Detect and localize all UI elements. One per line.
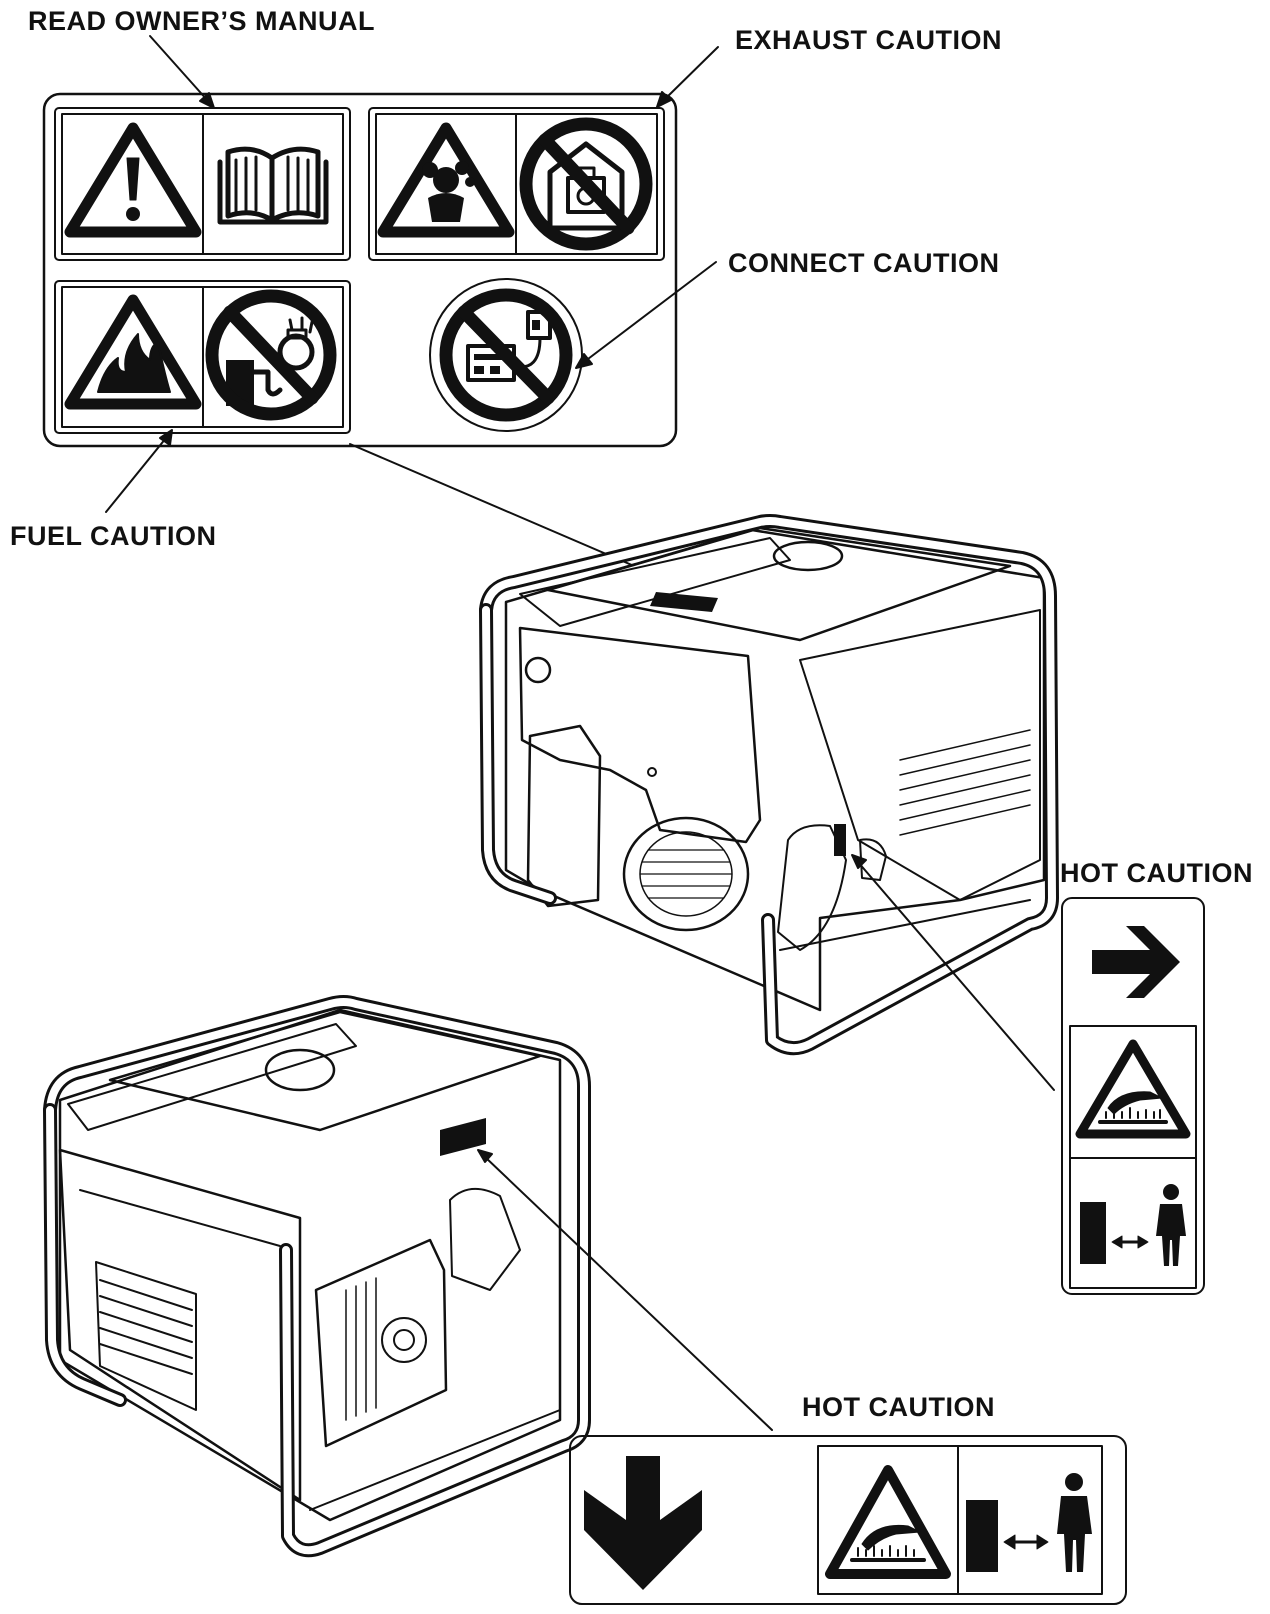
keep-distance-icon xyxy=(1080,1184,1186,1266)
label-fuel-caution: FUEL CAUTION xyxy=(10,521,217,551)
no-backfeed-connect-icon xyxy=(429,278,583,432)
label-hot-caution-lower: HOT CAUTION xyxy=(802,1392,995,1422)
hot-caution-label-bottom xyxy=(569,1435,1127,1605)
label-read-owners-manual: READ OWNER’S MANUAL xyxy=(28,6,375,36)
label-exhaust-caution: EXHAUST CAUTION xyxy=(735,25,1003,55)
arrow-down-icon xyxy=(584,1456,702,1590)
caution-label-panel xyxy=(42,92,678,448)
arrow-right-icon xyxy=(1092,926,1180,998)
manual-book-icon xyxy=(217,146,329,225)
fire-warning-icon xyxy=(64,294,202,410)
no-indoor-use-icon xyxy=(519,117,653,251)
hot-surface-icon xyxy=(825,1465,951,1579)
hot-surface-icon xyxy=(1075,1039,1191,1139)
exhaust-warning-icon xyxy=(377,122,515,238)
warning-icon xyxy=(64,122,202,238)
no-refuel-hot-icon xyxy=(205,289,337,421)
leader-lines-hot xyxy=(477,854,1055,1431)
leader-lines-panel xyxy=(105,35,719,591)
keep-distance-icon xyxy=(966,1473,1092,1572)
label-hot-caution-upper: HOT CAUTION xyxy=(1060,858,1253,888)
generator-upper xyxy=(479,514,1059,1056)
hot-caution-label-right xyxy=(1061,897,1205,1295)
label-connect-caution: CONNECT CAUTION xyxy=(728,248,1000,278)
generator-lower xyxy=(43,995,591,1558)
